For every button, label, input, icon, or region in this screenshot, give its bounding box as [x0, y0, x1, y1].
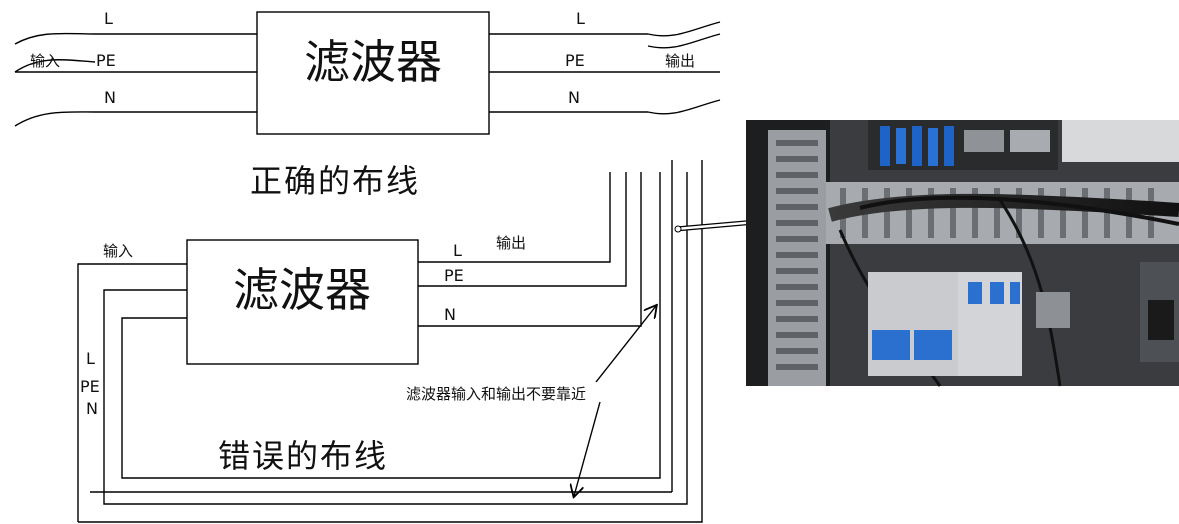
- separation-note: 滤波器输入和输出不要靠近: [406, 385, 586, 403]
- wire-label-L: L: [576, 9, 585, 28]
- input-wire-PE: [103, 172, 688, 505]
- wire-label-L: L: [453, 241, 462, 260]
- cable-break-curve: [14, 32, 96, 45]
- wire-label-N: N: [444, 305, 456, 324]
- output-wire-N: [418, 172, 642, 327]
- filter-label: 滤波器: [233, 263, 371, 317]
- filter-label: 滤波器: [304, 35, 442, 89]
- input-wire-N: [121, 172, 661, 479]
- correct-wiring-diagram: 滤波器 L PE N 输入 L PE N 输出 正确的布线: [14, 9, 721, 200]
- output-label: 输出: [665, 52, 695, 70]
- input-wire-L-return: [78, 160, 703, 523]
- output-wire-PE: [418, 172, 627, 287]
- wire-label-PE: PE: [80, 377, 100, 396]
- note-arrow-up: [595, 306, 656, 383]
- wire-label-N: N: [568, 88, 580, 107]
- correct-wiring-caption: 正确的布线: [250, 162, 420, 200]
- cable-break-curve: [14, 111, 96, 127]
- cable-break-curve: [647, 99, 721, 115]
- cable-break-curve: [14, 59, 96, 73]
- wire-label-N: N: [86, 399, 98, 418]
- terminal-blocks: [880, 126, 1050, 166]
- wire-label-PE: PE: [444, 266, 464, 285]
- wire-label-PE: PE: [565, 51, 585, 70]
- output-label: 输出: [496, 234, 526, 252]
- input-label: 输入: [103, 242, 133, 260]
- wire-label-PE: PE: [96, 51, 116, 70]
- cable-break-curve: [647, 33, 721, 49]
- circuit-breakers: [868, 262, 1179, 376]
- wire-label-L: L: [86, 349, 95, 368]
- filter-box: [256, 11, 490, 135]
- wire-label-N: N: [104, 88, 116, 107]
- wrong-wiring-caption: 错误的布线: [218, 437, 388, 475]
- filter-box: [186, 239, 419, 365]
- input-label: 输入: [30, 52, 60, 70]
- cable-bundle: [828, 193, 1179, 222]
- note-arrow-down: [574, 401, 601, 496]
- input-wire-L: [77, 263, 187, 522]
- device-module: [1062, 120, 1179, 162]
- output-wire-L: [418, 172, 611, 263]
- wrong-wiring-diagram: 滤波器 输入 输出 L PE N L PE N 滤波器输入和输出不要靠近 错误的…: [77, 160, 703, 523]
- cable-break-curve: [647, 21, 721, 37]
- cabinet-wiring-photo: [746, 120, 1179, 387]
- wire-label-L: L: [104, 9, 113, 28]
